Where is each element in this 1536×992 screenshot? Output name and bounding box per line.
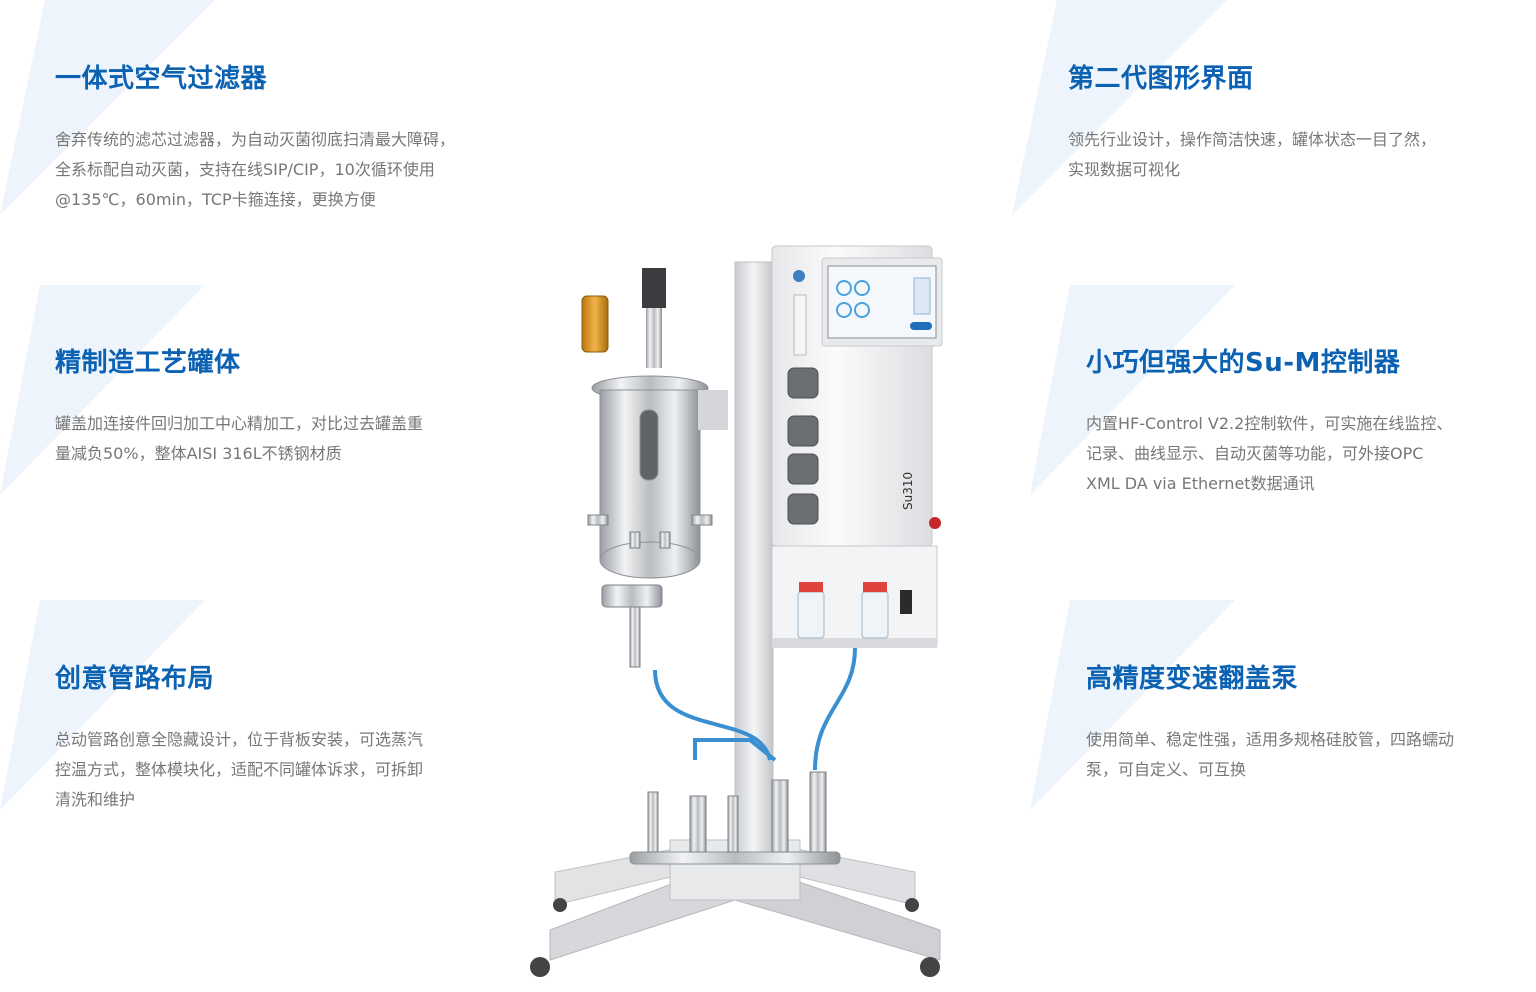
vessel-ports	[587, 514, 713, 549]
feature-description: 使用简单、稳定性强，适用多规格硅胶管，四路蠕动 泵，可自定义、可互换	[1086, 725, 1454, 785]
feature-desc-line: 全系标配自动灭菌，支持在线SIP/CIP，10次循环使用	[55, 160, 435, 179]
motor	[642, 268, 666, 308]
feature-tank: 精制造工艺罐体 罐盖加连接件回归加工中心精加工，对比过去罐盖重 量减负50%，整…	[55, 342, 423, 469]
feature-desc-line: 舍弃传统的滤芯过滤器，为自动灭菌彻底扫清最大障碍，	[55, 130, 456, 149]
feature-title: 第二代图形界面	[1068, 64, 1254, 94]
feature-title: 高精度变速翻盖泵	[1086, 664, 1299, 694]
feature-description: 罐盖加连接件回归加工中心精加工，对比过去罐盖重 量减负50%，整体AISI 31…	[55, 409, 423, 469]
feature-desc-line: 实现数据可视化	[1068, 160, 1181, 179]
feature-description: 总动管路创意全隐藏设计，位于背板安装，可选蒸汽 控温方式，整体模块化，适配不同罐…	[55, 725, 423, 815]
decor-triangle-6	[1030, 600, 1235, 810]
feature-description: 内置HF-Control V2.2控制软件，可实施在线监控、 记录、曲线显示、自…	[1086, 409, 1452, 499]
feature-controller: 小巧但强大的Su-M控制器 内置HF-Control V2.2控制软件，可实施在…	[1086, 342, 1452, 499]
power-button-icon	[793, 270, 805, 282]
feature-pipeline: 创意管路布局 总动管路创意全隐藏设计，位于背板安装，可选蒸汽 控温方式，整体模块…	[55, 658, 423, 815]
bioreactor-illustration: Su310	[530, 245, 943, 977]
tube-bottom	[693, 738, 777, 762]
manifold-valves	[647, 771, 827, 853]
feature-desc-line: 使用简单、稳定性强，适用多规格硅胶管，四路蠕动	[1086, 730, 1455, 749]
feature-desc-line: 控温方式，整体模块化，适配不同罐体诉求，可拆卸	[55, 760, 424, 779]
feature-pump: 高精度变速翻盖泵 使用简单、稳定性强，适用多规格硅胶管，四路蠕动 泵，可自定义、…	[1086, 658, 1454, 785]
sight-glass	[639, 409, 659, 481]
decor-triangle-1	[0, 0, 215, 215]
feature-title: 创意管路布局	[55, 664, 215, 694]
feature-air-filter: 一体式空气过滤器 舍弃传统的滤芯过滤器，为自动灭菌彻底扫清最大障碍， 全系标配自…	[55, 58, 455, 215]
caster-wheels	[530, 898, 940, 977]
model-label: Su310	[901, 472, 915, 510]
bottom-valves	[601, 584, 663, 668]
feature-title: 一体式空气过滤器	[55, 64, 268, 94]
feature-gui: 第二代图形界面 领先行业设计，操作简洁快速，罐体状态一目了然， 实现数据可视化	[1068, 58, 1436, 185]
reagent-bottles	[797, 591, 889, 639]
feature-title: 小巧但强大的Su-M控制器	[1086, 348, 1401, 378]
reagent-shelf	[771, 545, 938, 647]
decor-triangle-2	[0, 285, 205, 495]
peristaltic-pumps	[787, 367, 819, 525]
feature-desc-line: 泵，可自定义、可互换	[1086, 760, 1247, 779]
feature-desc-line: 总动管路创意全隐藏设计，位于背板安装，可选蒸汽	[55, 730, 424, 749]
flow-meter	[793, 294, 807, 356]
feature-desc-line: 领先行业设计，操作简洁快速，罐体状态一目了然，	[1068, 130, 1437, 149]
decor-triangle-4	[1012, 0, 1227, 215]
feature-description: 领先行业设计，操作简洁快速，罐体状态一目了然， 实现数据可视化	[1068, 125, 1436, 185]
filter-bottle	[581, 295, 609, 353]
feature-desc-line: 清洗和维护	[55, 790, 136, 809]
feature-desc-line: XML DA via Ethernet数据通讯	[1086, 474, 1315, 493]
feature-desc-line: 罐盖加连接件回归加工中心精加工，对比过去罐盖重	[55, 414, 424, 433]
feature-description: 舍弃传统的滤芯过滤器，为自动灭菌彻底扫清最大障碍， 全系标配自动灭菌，支持在线S…	[55, 125, 455, 215]
feature-desc-line: 记录、曲线显示、自动灭菌等功能，可外接OPC	[1086, 444, 1424, 463]
feature-desc-line: 内置HF-Control V2.2控制软件，可实施在线监控、	[1086, 414, 1453, 433]
decor-triangle-3	[0, 600, 205, 810]
tube-right	[813, 647, 857, 771]
support-pole	[734, 261, 774, 863]
tube-left	[653, 669, 772, 761]
manifold-bar	[629, 851, 841, 865]
screen-widgets	[836, 280, 870, 318]
feature-title: 精制造工艺罐体	[55, 348, 241, 378]
feature-desc-line: @135℃，60min，TCP卡箍连接，更换方便	[55, 190, 376, 209]
decor-triangle-5	[1030, 285, 1235, 495]
emergency-stop-icon	[929, 517, 941, 529]
feature-desc-line: 量减负50%，整体AISI 316L不锈钢材质	[55, 444, 342, 463]
